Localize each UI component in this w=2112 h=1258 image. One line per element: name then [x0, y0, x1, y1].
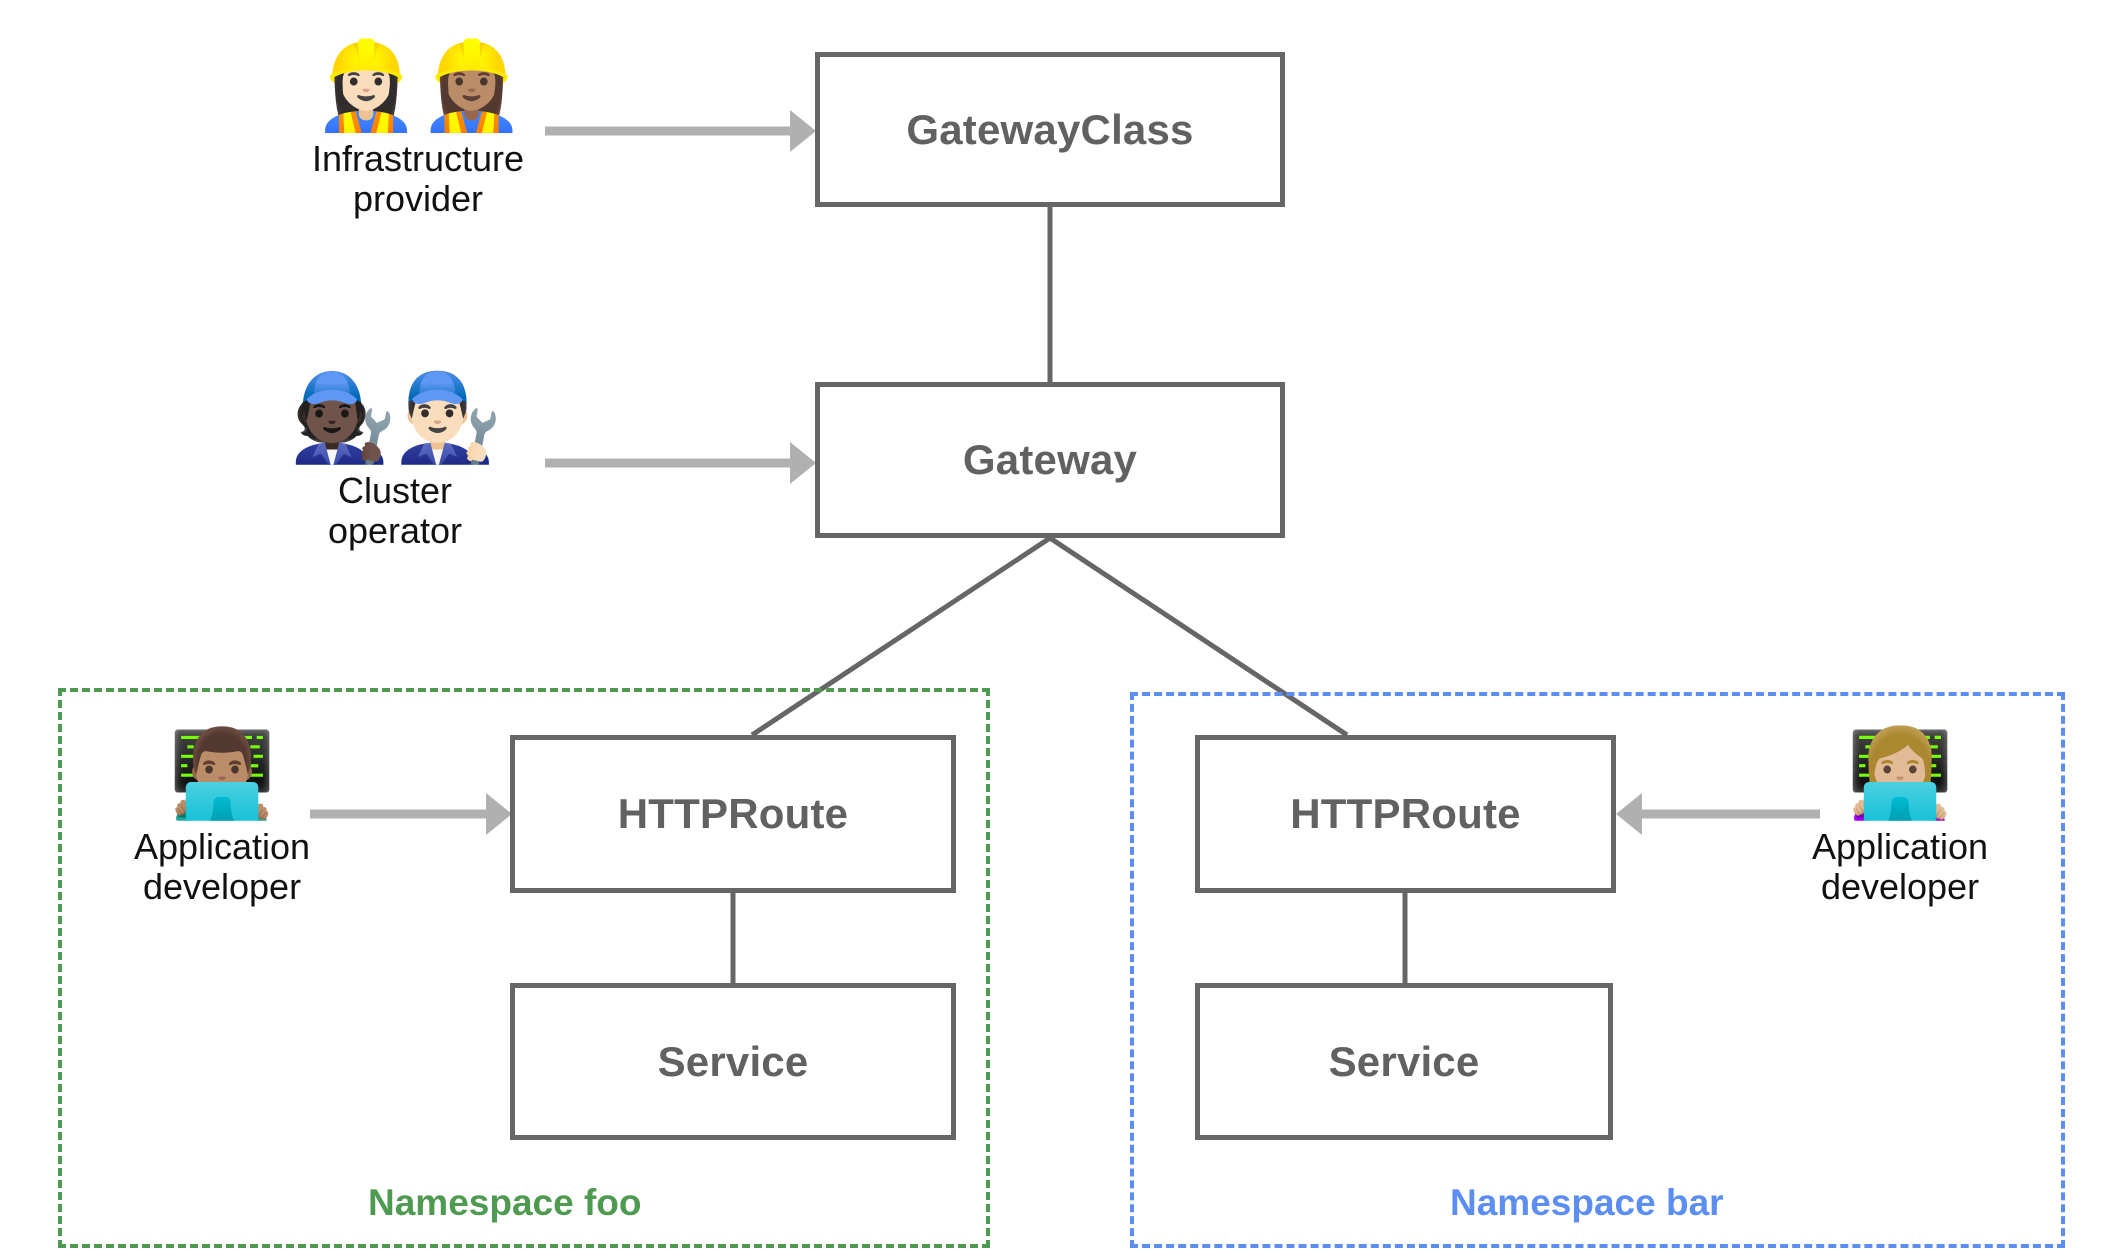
arrow-operator-to-gateway [545, 442, 816, 484]
persona-app-developer-bar: 👩🏼‍💻 Application developer [1750, 728, 2050, 908]
node-service-bar-label: Service [1328, 1037, 1480, 1085]
namespace-bar-label: Namespace bar [1450, 1182, 1724, 1223]
woman-technologist-icon: 👩🏼‍💻 [1846, 726, 1954, 822]
persona-infrastructure-provider-label: Infrastructure provider [311, 137, 525, 220]
node-gatewayclass[interactable]: GatewayClass [815, 52, 1285, 207]
namespace-foo-container [58, 688, 990, 1248]
construction-worker-women-icon: 👷🏻‍♀️👷🏽‍♀️ [312, 38, 525, 134]
mechanic-people-icon: 🧑🏿‍🔧👨🏻‍🔧 [289, 370, 502, 466]
node-gateway[interactable]: Gateway [815, 382, 1285, 538]
persona-cluster-operator: 🧑🏿‍🔧👨🏻‍🔧 Cluster operator [245, 372, 545, 552]
node-httproute-foo[interactable]: HTTPRoute [510, 735, 956, 893]
node-gatewayclass-label: GatewayClass [906, 105, 1194, 153]
node-service-foo-label: Service [657, 1037, 809, 1085]
namespace-bar-container [1130, 692, 2065, 1248]
node-httproute-bar-label: HTTPRoute [1290, 790, 1521, 837]
persona-app-developer-foo-label: Application developer [133, 825, 311, 908]
namespace-foo-label: Namespace foo [368, 1182, 642, 1223]
arrow-infra-to-gatewayclass [545, 110, 816, 152]
node-gateway-label: Gateway [962, 436, 1138, 483]
node-httproute-foo-label: HTTPRoute [617, 790, 849, 837]
node-httproute-bar[interactable]: HTTPRoute [1195, 735, 1616, 893]
persona-cluster-operator-label: Cluster operator [327, 469, 463, 552]
node-service-foo[interactable]: Service [510, 983, 956, 1140]
node-service-bar[interactable]: Service [1195, 983, 1613, 1140]
persona-infrastructure-provider: 👷🏻‍♀️👷🏽‍♀️ Infrastructure provider [268, 40, 568, 220]
man-technologist-icon: 👨🏽‍💻 [168, 726, 276, 822]
persona-app-developer-bar-label: Application developer [1811, 825, 1989, 908]
persona-app-developer-foo: 👨🏽‍💻 Application developer [72, 728, 372, 908]
